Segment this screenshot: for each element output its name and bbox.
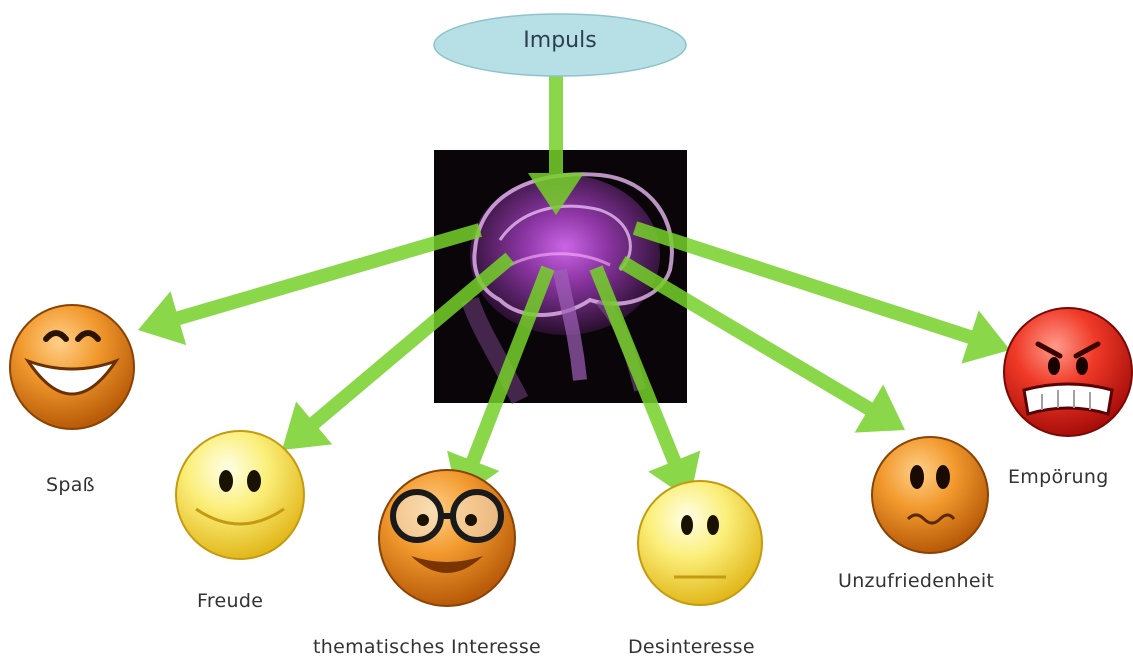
label-thematisches-interesse: thematisches Interesse [313,636,542,658]
worried-face-icon [871,436,989,554]
grinning-face-icon [9,304,135,430]
label-desinteresse: Desinteresse [628,636,755,658]
label-freude: Freude [197,590,264,612]
neutral-face-icon [637,480,763,606]
label-empoerung: Empörung [1008,466,1109,488]
nerd-face-with-glasses-icon [378,469,516,607]
angry-face-icon [1003,307,1133,437]
label-spass: Spaß [46,474,95,496]
label-unzufriedenheit: Unzufriedenheit [838,570,995,592]
impulse-node [433,13,687,77]
arrow-to-freude [282,252,515,450]
smiling-face-icon [175,430,305,560]
arrow-to-empoerung [632,221,1010,364]
arrow-impulse-to-brain [528,76,584,215]
impulse-label: Impuls [523,28,597,53]
arrow-layer [138,76,1010,500]
arrow-to-spass [138,223,482,346]
arrow-to-unzufriedenheit [618,255,905,433]
